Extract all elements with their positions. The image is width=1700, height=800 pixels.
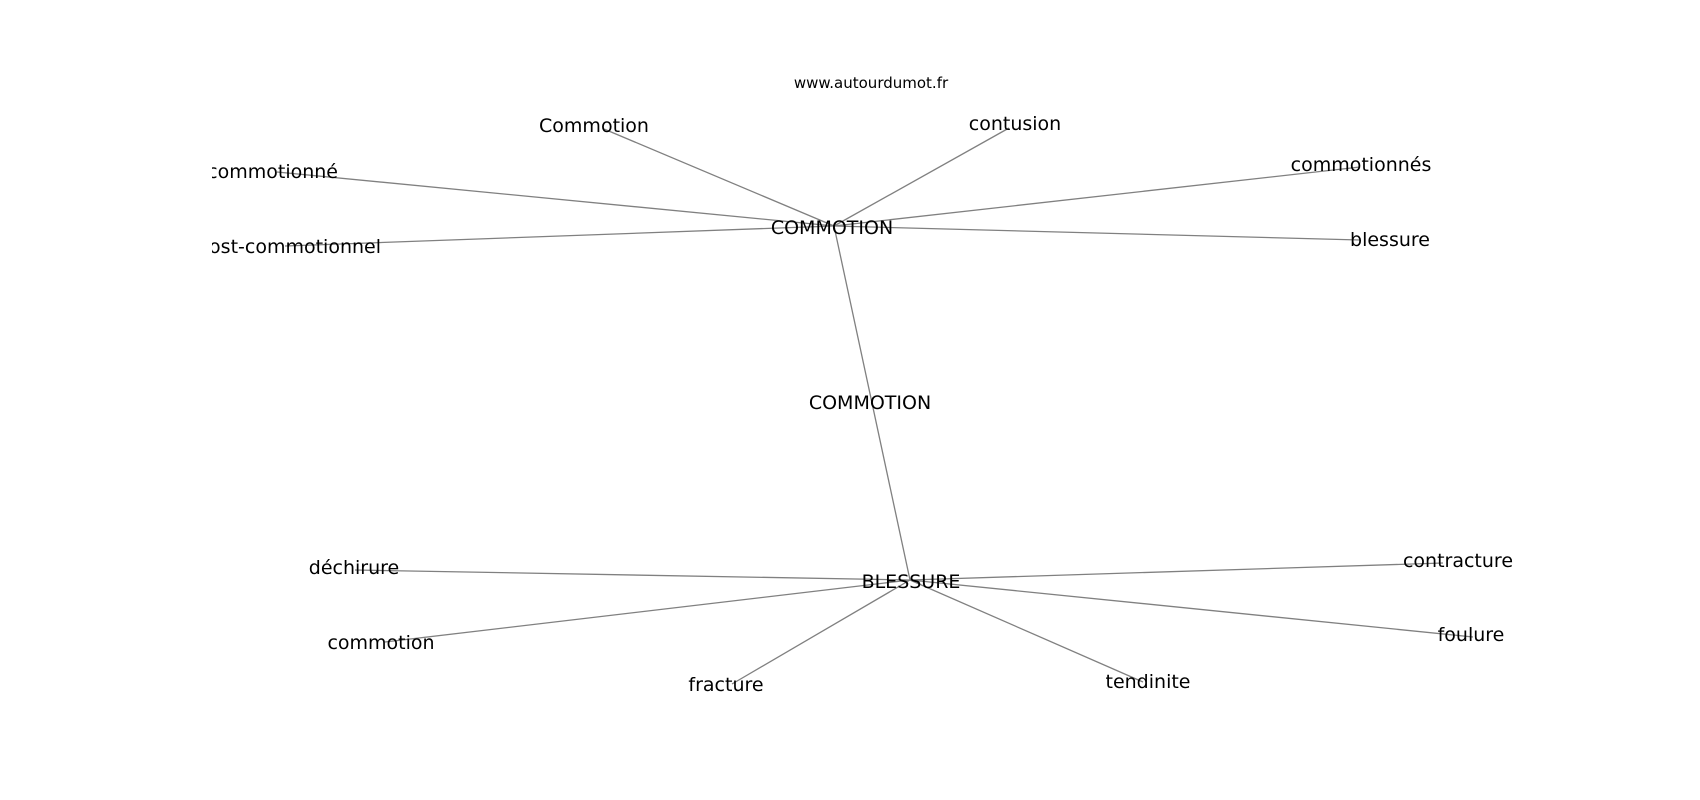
edge-commotion_hub-contusion <box>833 127 1010 227</box>
node-commotion_hub: COMMOTION <box>771 217 893 239</box>
node-commotionne: commotionné <box>207 161 338 183</box>
edge-blessure_hub-tendinite <box>909 579 1144 683</box>
node-Commotion: Commotion <box>539 115 649 137</box>
edge-blessure_hub-fracture <box>731 579 911 685</box>
node-tendinite: tendinite <box>1106 671 1191 693</box>
node-layer: COMMOTION BLESSURE Commotion contusion commo… <box>197 113 1513 696</box>
node-commotionnes: commotionnés <box>1291 154 1432 176</box>
edge-blessure_hub-foulure <box>909 579 1474 638</box>
center-word: COMMOTION <box>809 392 931 414</box>
edge-commotion_hub-Commotion <box>603 128 835 227</box>
node-post_commotionnel: post-commotionnel <box>197 236 381 258</box>
edge-commotion_hub-post_commotionnel <box>284 225 835 247</box>
edge-blessure_hub-dechirure <box>354 569 911 581</box>
edge-commotion_hub-blessure <box>833 225 1361 241</box>
edge-layer <box>276 127 1474 685</box>
edge-commotion_hub-commotionne <box>276 171 835 227</box>
edge-commotion_hub-blessure_hub <box>833 225 911 581</box>
node-contusion: contusion <box>969 113 1061 135</box>
node-blessure: blessure <box>1350 229 1430 251</box>
edge-commotion_hub-commotionnes <box>833 166 1361 227</box>
node-foulure: foulure <box>1438 624 1505 646</box>
node-contracture: contracture <box>1403 550 1513 572</box>
node-fracture: fracture <box>688 674 763 696</box>
site-url: www.autourdumot.fr <box>794 74 949 92</box>
edge-blessure_hub-contracture <box>909 562 1444 581</box>
node-commotion: commotion <box>327 632 434 654</box>
node-blessure_hub: BLESSURE <box>862 571 961 593</box>
edge-blessure_hub-commotion <box>384 579 911 643</box>
node-dechirure: déchirure <box>309 557 399 579</box>
